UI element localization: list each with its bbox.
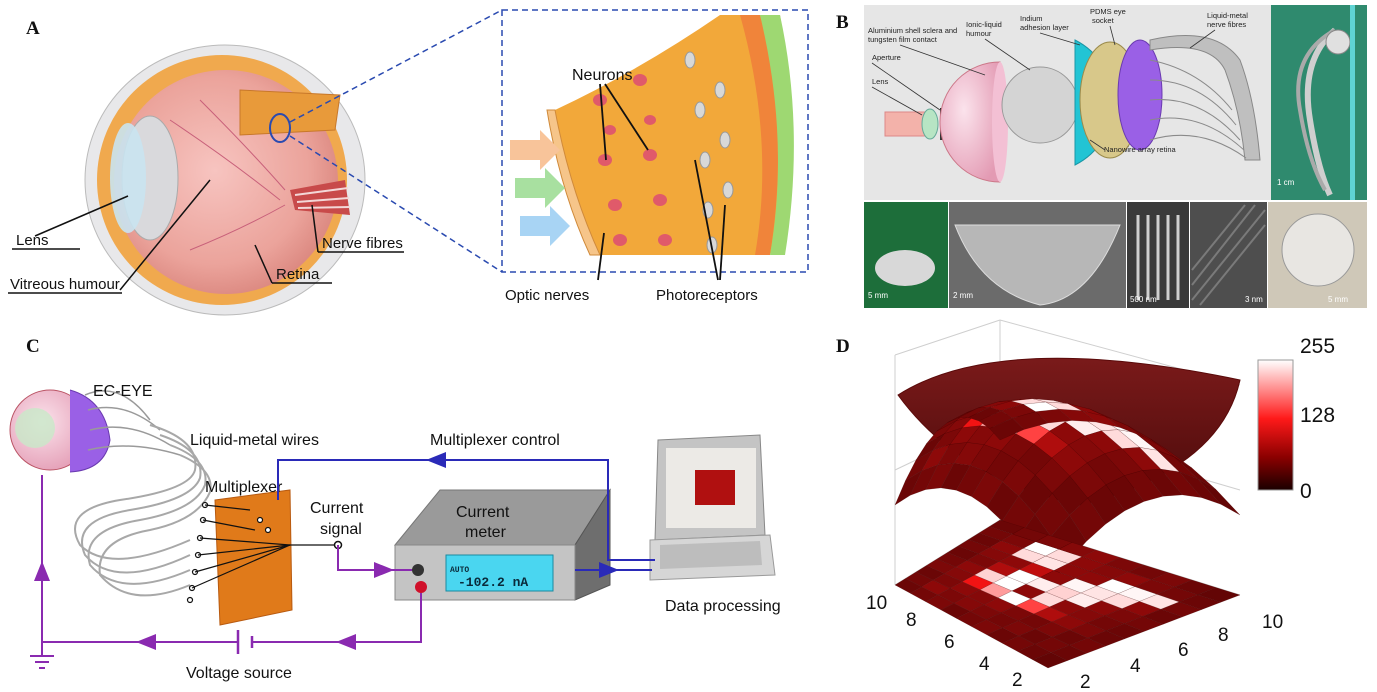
y-tick-label: 6 — [944, 632, 955, 653]
eye-anatomy-illustration — [84, 44, 366, 316]
label-ionic-liquid-2: humour — [966, 29, 992, 38]
label-neurons: Neurons — [572, 67, 632, 84]
scale-bar-photo: 1 cm — [1277, 178, 1295, 187]
label-shell-2: tungsten film contact — [868, 35, 938, 44]
lcd-value: -102.2 nA — [458, 575, 528, 590]
y-axis-ticks: 2 4 6 8 10 — [866, 593, 1023, 691]
curved-heatmap-cells — [894, 398, 1241, 589]
label-lens-b: Lens — [872, 77, 889, 86]
label-photoreceptors: Photoreceptors — [656, 287, 758, 304]
flat-heatmap-cells — [894, 519, 1241, 669]
label-ec-eye: EC-EYE — [93, 383, 153, 400]
label-retina: Retina — [276, 266, 320, 283]
label-nerve-fibres: Nerve fibres — [322, 235, 403, 252]
current-meter — [393, 488, 611, 601]
battery-symbol — [236, 630, 254, 654]
label-nanowire-retina: Nanowire array retina — [1104, 145, 1177, 154]
label-optic-nerves: Optic nerves — [505, 287, 589, 304]
label-liquid-metal: Liquid-metal — [1207, 11, 1248, 20]
scale-bar-1: 5 mm — [868, 291, 888, 300]
curved-heatmap-cell — [1197, 478, 1241, 516]
label-meter-1: Current — [456, 504, 510, 521]
label-pdms-2: socket — [1092, 16, 1115, 25]
y-tick-label: 10 — [866, 593, 887, 614]
x-tick-label: 6 — [1178, 640, 1189, 661]
label-indium-2: adhesion layer — [1020, 23, 1069, 32]
label-mux-control: Multiplexer control — [430, 432, 560, 449]
label-pdms: PDMS eye — [1090, 7, 1126, 16]
label-shell: Aluminium shell sclera and — [868, 26, 957, 35]
x-tick-label: 4 — [1130, 656, 1141, 677]
y-tick-label: 4 — [979, 654, 990, 675]
laptop — [649, 434, 776, 581]
device-exploded-view — [884, 35, 1261, 183]
label-vitreous-humour: Vitreous humour — [10, 276, 120, 293]
zoom-box — [501, 9, 809, 273]
label-current-signal-2: signal — [320, 521, 362, 538]
x-tick-label: 10 — [1262, 612, 1283, 633]
signal-wiring — [34, 475, 422, 656]
ec-eye-device — [9, 389, 181, 473]
colorbar-tick-max: 255 — [1300, 335, 1335, 358]
scale-bar-3: 500 nm — [1130, 295, 1157, 304]
label-current-signal-1: Current — [310, 500, 364, 517]
label-aperture: Aperture — [872, 53, 901, 62]
panel-label-b: B — [836, 12, 849, 33]
liquid-metal-wires — [74, 424, 212, 597]
multiplexer-switch-lines — [191, 504, 338, 589]
scale-bar-4: 3 nm — [1245, 295, 1263, 304]
label-ionic-liquid: Ionic-liquid — [966, 20, 1002, 29]
label-data-processing: Data processing — [665, 598, 781, 615]
scale-bar-2: 2 mm — [953, 291, 973, 300]
label-wires: Liquid-metal wires — [190, 432, 319, 449]
label-multiplexer: Multiplexer — [205, 479, 283, 496]
colorbar-tick-mid: 128 — [1300, 404, 1335, 427]
scale-bar-5: 5 mm — [1328, 295, 1348, 304]
label-indium: Indium — [1020, 14, 1043, 23]
colorbar-tick-min: 0 — [1300, 480, 1312, 503]
flat-heatmap-cell — [1196, 587, 1241, 603]
multiplexer-block — [214, 489, 293, 626]
mux-control-line — [277, 452, 655, 578]
lcd-mode: AUTO — [450, 566, 469, 575]
label-meter-2: meter — [465, 524, 507, 541]
panel-label-c: C — [26, 336, 40, 357]
label-liquid-metal-2: nerve fibres — [1207, 20, 1246, 29]
label-lens-a: Lens — [16, 232, 49, 249]
colorbar — [1257, 359, 1294, 491]
x-tick-label: 2 — [1080, 672, 1091, 692]
ground-symbol — [30, 655, 54, 669]
panel-label-d: D — [836, 336, 850, 357]
y-tick-label: 2 — [1012, 670, 1023, 691]
x-tick-label: 8 — [1218, 625, 1229, 646]
incoming-light-arrows — [510, 130, 570, 246]
panel-label-a: A — [26, 18, 40, 39]
y-tick-label: 8 — [906, 610, 917, 631]
label-voltage-source: Voltage source — [186, 665, 292, 682]
x-axis-ticks: 2 4 6 8 10 — [1080, 612, 1283, 692]
retina-layers-illustration — [546, 15, 794, 256]
